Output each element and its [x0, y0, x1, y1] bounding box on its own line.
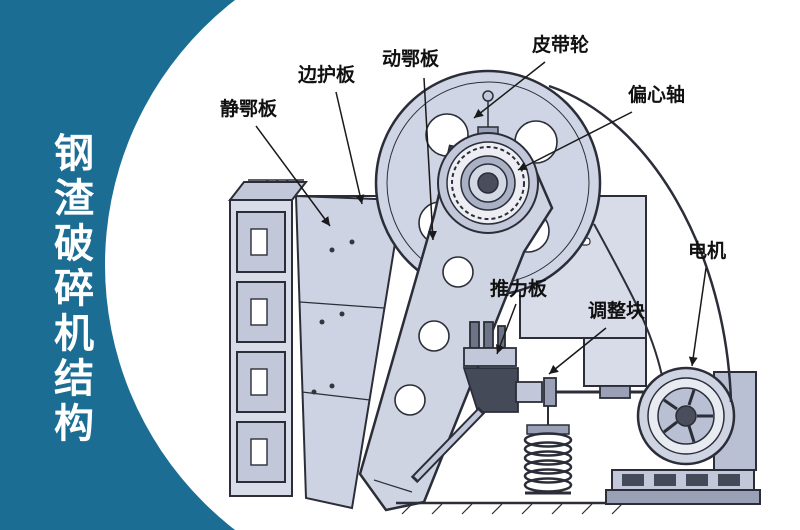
leader-motor: [688, 267, 707, 367]
eccentric-shaft-part: [437, 126, 539, 234]
side-guard-plate-part: [294, 194, 404, 510]
leader-eccentric-shaft: [517, 111, 633, 171]
label-movable-jaw-plate: 动鄂板: [382, 49, 440, 70]
leader-side-guard-plate: [335, 91, 365, 205]
leader-lines: [255, 61, 707, 375]
leader-movable-jaw-plate: [423, 77, 437, 241]
label-adjustment-block: 调整块: [588, 301, 646, 322]
adjustment-block-part: [515, 377, 648, 407]
label-belt-pulley: 皮带轮: [532, 35, 590, 56]
label-eccentric-shaft: 偏心轴: [628, 85, 686, 106]
banner-title: 钢渣破碎机结构: [48, 132, 92, 447]
drive-belt: [548, 84, 733, 403]
static-jaw-stack: [227, 181, 309, 497]
label-side-guard-plate: 边护板: [298, 65, 356, 86]
leader-adjustment-block: [548, 327, 607, 375]
tension-spring-part: [523, 406, 573, 495]
label-static-jaw-plate: 静鄂板: [220, 99, 278, 120]
thrust-plate-part: [410, 321, 519, 484]
label-thrust-plate: 推力板: [490, 279, 548, 300]
label-motor: 电机: [688, 241, 727, 262]
leader-belt-pulley: [473, 61, 546, 119]
leader-thrust-plate: [495, 303, 517, 355]
base-ground-line: [396, 501, 640, 515]
motor-part: [605, 366, 761, 505]
leader-static-jaw-plate: [255, 125, 331, 227]
